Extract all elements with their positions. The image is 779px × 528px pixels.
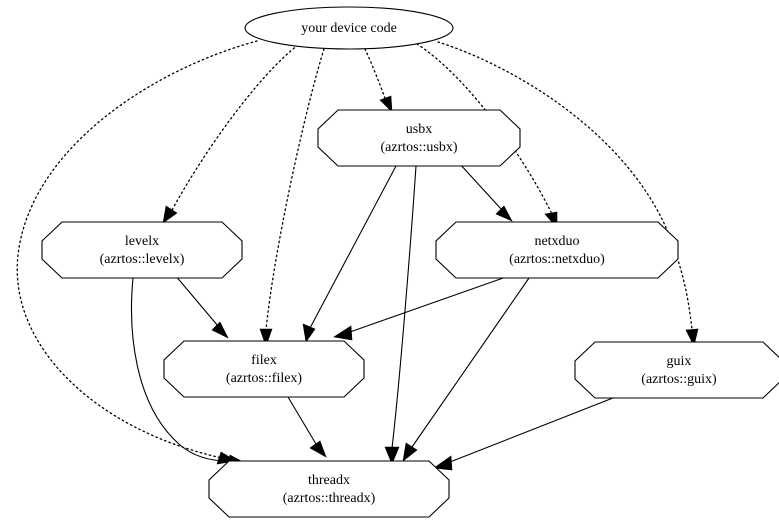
levelx-label-line1: levelx (125, 234, 159, 249)
guix-octagon (574, 341, 779, 399)
edge-usbx-to-filex (302, 165, 397, 343)
node-threadx[interactable]: threadx (azrtos::threadx) (208, 460, 450, 518)
netxduo-octagon (435, 221, 679, 279)
levelx-octagon (41, 221, 243, 279)
filex-octagon (163, 340, 365, 398)
netxduo-label-line2: (azrtos::netxduo) (509, 252, 605, 267)
edge-device-to-guix (437, 41, 699, 347)
filex-label-line1: filex (251, 353, 277, 368)
node-usbx[interactable]: usbx (azrtos::usbx) (317, 109, 521, 167)
guix-label-line2: (azrtos::guix) (641, 372, 717, 387)
node-your-device-code[interactable]: your device code (244, 6, 454, 50)
netxduo-label-line1: netxduo (534, 234, 579, 249)
edge-device-to-levelx (162, 44, 299, 224)
edge-netxduo-to-filex (333, 276, 507, 341)
edge-guix-to-threadx (433, 395, 619, 471)
node-filex[interactable]: filex (azrtos::filex) (163, 340, 365, 398)
node-levelx[interactable]: levelx (azrtos::levelx) (41, 221, 243, 279)
edge-device-to-usbx (364, 48, 393, 113)
filex-label-line2: (azrtos::filex) (226, 371, 303, 386)
levelx-label-line2: (azrtos::levelx) (100, 252, 185, 267)
your-device-code-ellipse (244, 6, 454, 50)
node-netxduo[interactable]: netxduo (azrtos::netxduo) (435, 221, 679, 279)
usbx-label-line1: usbx (406, 122, 432, 137)
edge-filex-to-threadx (287, 396, 327, 458)
usbx-label-line2: (azrtos::usbx) (381, 140, 458, 155)
threadx-label-line2: (azrtos::threadx) (283, 491, 376, 506)
threadx-label-line1: threadx (308, 473, 350, 488)
edge-netxduo-to-threadx (402, 277, 530, 462)
usbx-octagon (317, 109, 521, 167)
edge-usbx-to-netxduo (458, 162, 513, 222)
node-guix[interactable]: guix (azrtos::guix) (574, 341, 779, 399)
edge-levelx-to-filex (174, 274, 229, 339)
threadx-octagon (208, 460, 450, 518)
guix-label-line1: guix (667, 354, 692, 369)
edge-usbx-to-threadx (384, 165, 417, 465)
node-layer: your device code usbx (azrtos::usbx) lev… (41, 6, 779, 518)
edge-device-to-filex (259, 48, 325, 347)
your-device-code-label: your device code (301, 21, 397, 36)
